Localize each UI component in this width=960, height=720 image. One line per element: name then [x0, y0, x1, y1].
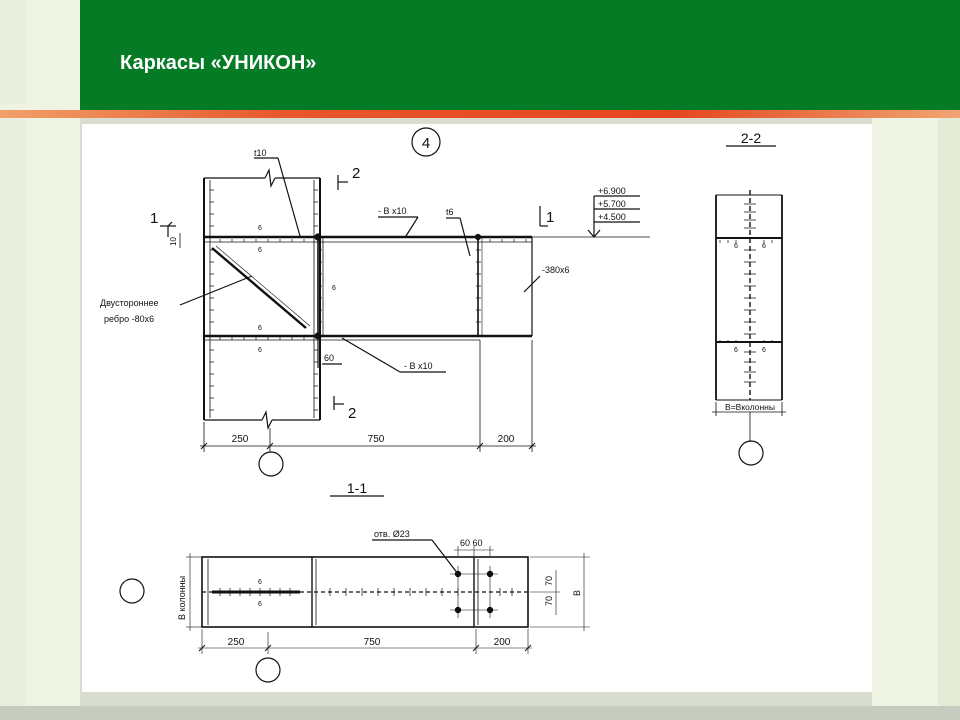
elevation-2: +5.700 [598, 199, 626, 209]
elevation-3: +4.500 [598, 212, 626, 222]
axis-circle-section-11-bottom [255, 657, 281, 683]
content-area [82, 124, 872, 692]
label-b-x10-top: - B x10 [378, 206, 407, 216]
label-b-x10-bottom: - B x10 [404, 361, 433, 371]
weld-6-b: 6 [258, 247, 262, 254]
weld-6-22b: 6 [762, 243, 766, 250]
cut-2-bottom: 2 [348, 405, 356, 422]
dim-60-60: 60 60 [460, 538, 483, 548]
cut-1-left: 1 [150, 210, 158, 227]
weld-6-22c: 6 [734, 347, 738, 354]
section-2-2-title: 2-2 [741, 130, 761, 146]
dim-200-section: 200 [494, 637, 511, 648]
dim-60: 60 [324, 353, 334, 363]
dim-10: 10 [169, 237, 178, 246]
weld-6-a: 6 [258, 225, 262, 232]
slide-title: Каркасы «УНИКОН» [120, 52, 317, 74]
drawing-lines [119, 127, 786, 683]
section-1-1-title: 1-1 [347, 480, 367, 496]
dim-200-main: 200 [498, 434, 515, 445]
label-t10: t10 [254, 148, 267, 158]
cut-2-top: 2 [352, 165, 360, 182]
weld-6-d: 6 [258, 347, 262, 354]
label-b-column-side: B колонны [177, 576, 187, 620]
label-rib-line1: Двустороннее [100, 298, 159, 308]
axis-circle-main [258, 451, 284, 477]
dim-750-main: 750 [368, 434, 385, 445]
dim-750-section: 750 [364, 637, 381, 648]
dim-70-a: 70 [544, 576, 554, 586]
label-rib-line2: ребро -80x6 [104, 314, 154, 324]
weld-6-11a: 6 [258, 579, 262, 586]
weld-6-22d: 6 [762, 347, 766, 354]
right-background-band-inner [872, 0, 938, 720]
label-b-right: B [572, 590, 582, 596]
cut-1-right: 1 [546, 209, 554, 226]
elevation-1: +6.900 [598, 186, 626, 196]
label-plate-380: -380x6 [542, 265, 570, 275]
node-number: 4 [422, 135, 430, 152]
label-hole: отв. Ø23 [374, 529, 410, 539]
dim-250-section: 250 [228, 637, 245, 648]
dim-70-b: 70 [544, 596, 554, 606]
axis-circle-section-22 [738, 440, 764, 466]
left-background-band-inner [25, 0, 80, 720]
orange-divider-stripe [0, 110, 960, 118]
weld-6-c: 6 [258, 325, 262, 332]
dim-250-main: 250 [232, 434, 249, 445]
axis-circle-section-11-left [119, 578, 145, 604]
weld-6-11b: 6 [258, 601, 262, 608]
node-circle [411, 127, 441, 157]
footer-band [0, 706, 960, 720]
weld-6-e: 6 [332, 285, 336, 292]
weld-6-22a: 6 [734, 243, 738, 250]
label-b-column-22: B=Bколонны [725, 402, 775, 412]
drawing-labels: 4 t10 2 2 1 1 - B x10 t6 -380x6 Двусторо… [100, 130, 775, 648]
slide-header: Каркасы «УНИКОН» [80, 0, 960, 110]
label-t6: t6 [446, 207, 454, 217]
